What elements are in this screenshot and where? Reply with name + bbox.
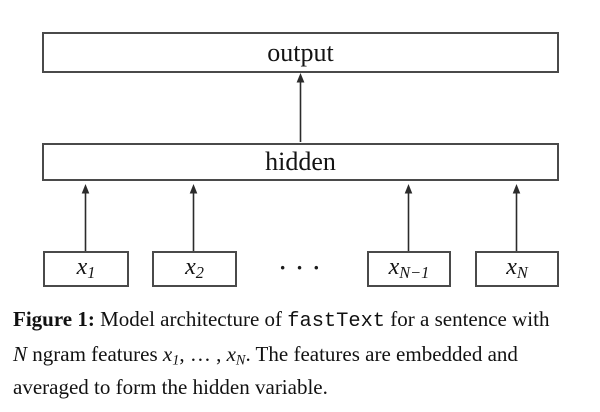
output-node: output [42,32,559,73]
caption-var-x1: x1 [162,342,180,369]
input-node-xn-label: xN [506,255,528,283]
x1-subscript: 1 [87,263,96,283]
xn-subscript: N [516,263,528,283]
caption-xn-base: x [226,342,236,366]
caption-line-1: Figure 1: Model architecture of fastText… [13,303,598,338]
caption-text: . The features are embedded and [245,342,518,366]
caption-text: Model architecture of [94,307,288,331]
hidden-node: hidden [42,143,559,181]
input-node-xn: xN [475,251,559,287]
input-node-xn-minus-1: xN−1 [367,251,451,287]
arrow-hidden-to-output [296,73,305,142]
ellipsis-dots: · · · [278,255,322,280]
caption-dots: , … , [179,342,227,366]
input-node-x1: x1 [43,251,129,287]
hidden-node-label: hidden [265,147,336,176]
caption-figure-label: Figure 1: [13,307,95,331]
caption-var-n: N [13,342,28,366]
caption-x1-subscript: 1 [172,352,180,369]
x2-base: x [185,254,196,280]
caption-line-3: averaged to form the hidden variable. [13,371,598,404]
xn-minus-1-base: x [388,254,400,280]
caption-x1-base: x [162,342,173,366]
caption-code-fasttext: fastText [287,310,386,333]
arrow-xn-to-hidden [512,184,521,251]
arrow-xn-minus-1-to-hidden [404,184,413,251]
caption-xn-subscript: N [235,352,246,369]
caption-var-xn: xN [226,342,246,369]
arrow-x2-to-hidden [189,184,198,251]
arrow-x1-to-hidden [81,184,90,251]
caption-text: for a sentence with [385,307,550,331]
caption-line-2: N ngram features x1, … , xN. The feature… [13,338,598,371]
caption-text: ngram features [27,342,163,366]
input-node-x2: x2 [152,251,237,287]
input-node-xn-minus-1-label: xN−1 [389,255,430,283]
caption-text: averaged to form the hidden variable. [13,375,328,399]
output-node-label: output [267,37,334,67]
input-node-x2-label: x2 [185,255,204,283]
x1-base: x [76,254,88,280]
xn-base: x [506,254,517,280]
input-node-x1-label: x1 [77,255,96,283]
xn-minus-1-subscript: N−1 [399,263,430,283]
x2-subscript: 2 [195,263,204,283]
figure-caption: Figure 1: Model architecture of fastText… [13,303,598,404]
